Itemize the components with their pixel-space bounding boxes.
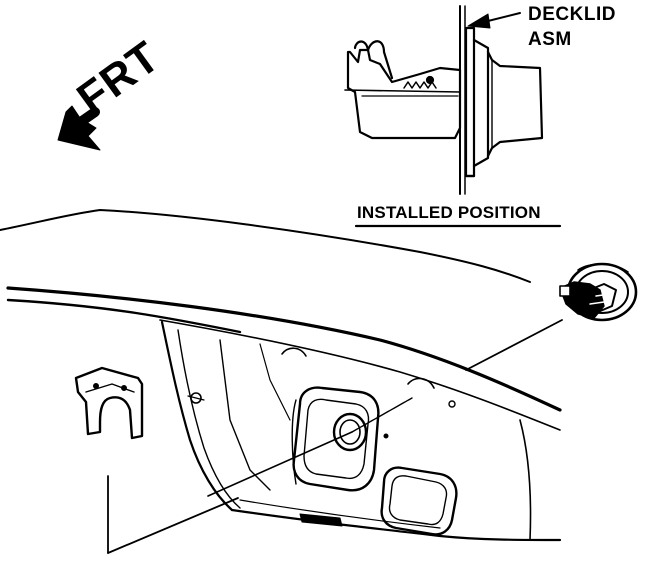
installed-position-label: INSTALLED POSITION [357, 203, 541, 222]
clip-leader-lines [107, 397, 413, 554]
lamp-socket-assembly [559, 262, 638, 322]
installed-position-detail [344, 5, 562, 228]
lamp-hole [332, 412, 368, 452]
decklid-label: DECKLID [528, 4, 616, 25]
lamp-mounting-openings [291, 386, 458, 536]
asm-label: ASM [528, 29, 572, 50]
lamp-lens-flange [464, 26, 544, 178]
decklid-outline [0, 209, 562, 542]
front-direction-arrow [57, 105, 101, 151]
lamp-assembly-leader-line [465, 319, 563, 371]
retaining-clip [74, 366, 144, 440]
fastener-screw [187, 392, 205, 404]
decklid-leader-arrow [467, 12, 521, 29]
lamp-socket-body [344, 40, 462, 140]
